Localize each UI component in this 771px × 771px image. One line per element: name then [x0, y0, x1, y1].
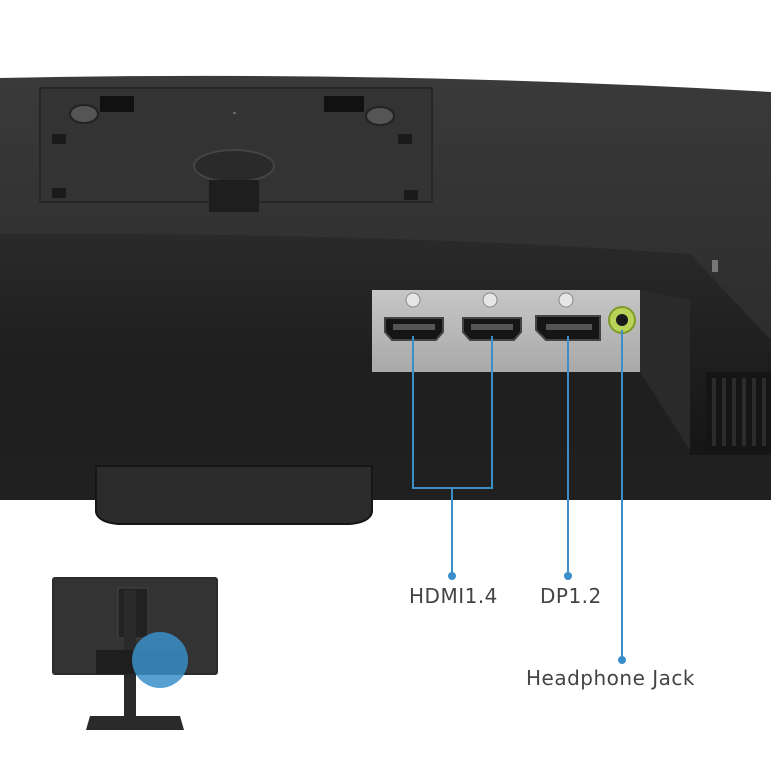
displayport-label: DP1.2 — [540, 584, 602, 608]
headphone-jack-label: Headphone Jack — [526, 666, 695, 690]
headphone-jack-icon — [608, 306, 636, 334]
vesa-mount-plate — [39, 87, 433, 203]
highlight-circle — [132, 632, 188, 688]
hdmi-port-icon — [384, 317, 444, 341]
hdmi-label: HDMI1.4 — [409, 584, 498, 608]
stand-tab — [95, 465, 373, 525]
thumbnail-monitor — [52, 577, 218, 730]
hdmi-port-icon — [462, 317, 522, 341]
displayport-port-icon — [535, 315, 601, 341]
callout-lines — [412, 330, 623, 660]
vent-grille — [706, 372, 771, 452]
